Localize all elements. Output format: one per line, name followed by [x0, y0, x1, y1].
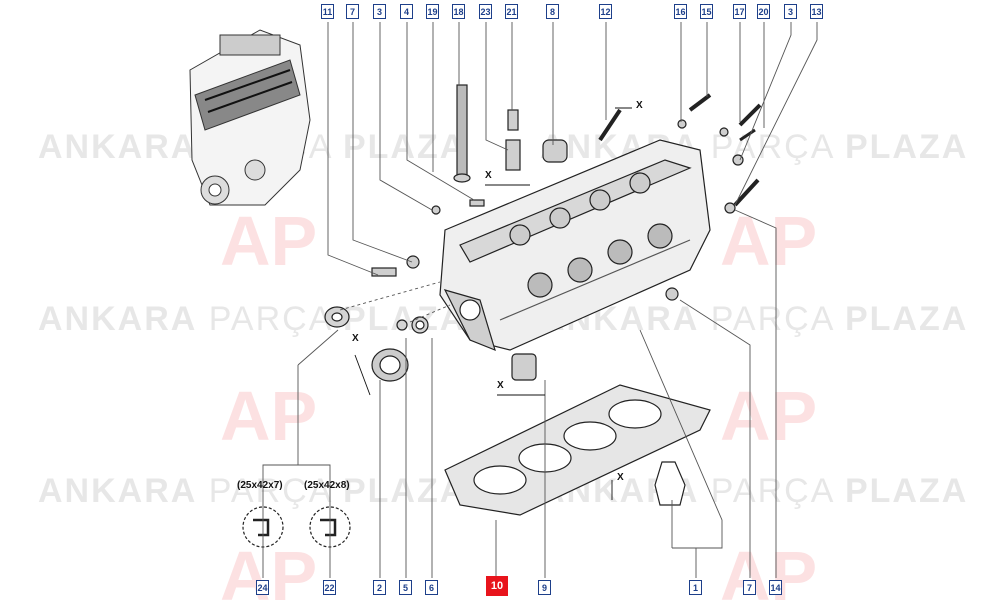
dimension-label: X: [352, 333, 359, 344]
head-gasket: [444, 384, 711, 516]
callout-label[interactable]: 8: [546, 4, 559, 19]
callout-label[interactable]: 7: [346, 4, 359, 19]
callout-label[interactable]: 21: [505, 4, 518, 19]
callout-label[interactable]: 19: [426, 4, 439, 19]
dimension-label: X: [497, 380, 504, 391]
dimension-label: X: [485, 170, 492, 181]
watermark-row: ANKARA PARÇA PLAZA: [38, 300, 467, 338]
cylinder-head: [439, 139, 711, 352]
seal-size-label: (25x42x8): [304, 480, 350, 491]
callout-label[interactable]: 6: [425, 580, 438, 595]
callout-label[interactable]: 15: [700, 4, 713, 19]
callout-label[interactable]: 13: [810, 4, 823, 19]
callout-label[interactable]: 4: [400, 4, 413, 19]
svg-text:AP: AP: [720, 537, 817, 600]
seal-size-label: (25x42x7): [237, 480, 283, 491]
svg-text:AP: AP: [720, 377, 817, 455]
watermark-logo: AP AP AP AP AP AP: [220, 202, 817, 600]
callout-label[interactable]: 11: [321, 4, 334, 19]
dimension-label: X: [636, 100, 643, 111]
svg-text:AP: AP: [220, 377, 317, 455]
bolts: [371, 84, 762, 381]
callout-label[interactable]: 5: [399, 580, 412, 595]
svg-text:AP: AP: [220, 202, 317, 280]
callout-label[interactable]: 24: [256, 580, 269, 595]
seals: [324, 306, 429, 382]
leader-lines: [262, 22, 818, 578]
hardware-bag: [654, 461, 686, 506]
watermark-row: ANKARA PARÇA PLAZA: [38, 472, 467, 510]
callout-label[interactable]: 18: [452, 4, 465, 19]
callout-label[interactable]: 22: [323, 580, 336, 595]
callout-label[interactable]: 1: [689, 580, 702, 595]
callout-label[interactable]: 14: [769, 580, 782, 595]
callout-label[interactable]: 23: [479, 4, 492, 19]
svg-text:AP: AP: [720, 202, 817, 280]
dimension-label: X: [617, 472, 624, 483]
callout-label[interactable]: 3: [784, 4, 797, 19]
callout-label[interactable]: 20: [757, 4, 770, 19]
callout-label[interactable]: 16: [674, 4, 687, 19]
callout-label[interactable]: 7: [743, 580, 756, 595]
seal-detail-bubbles: [242, 506, 351, 548]
callout-label[interactable]: 3: [373, 4, 386, 19]
callout-label[interactable]: 17: [733, 4, 746, 19]
engine-thumbnail: [189, 29, 311, 206]
callout-label[interactable]: 9: [538, 580, 551, 595]
callout-label-highlighted[interactable]: 10: [486, 576, 508, 596]
callout-label[interactable]: 12: [599, 4, 612, 19]
callout-label[interactable]: 2: [373, 580, 386, 595]
dimension-arrows: [354, 107, 632, 500]
